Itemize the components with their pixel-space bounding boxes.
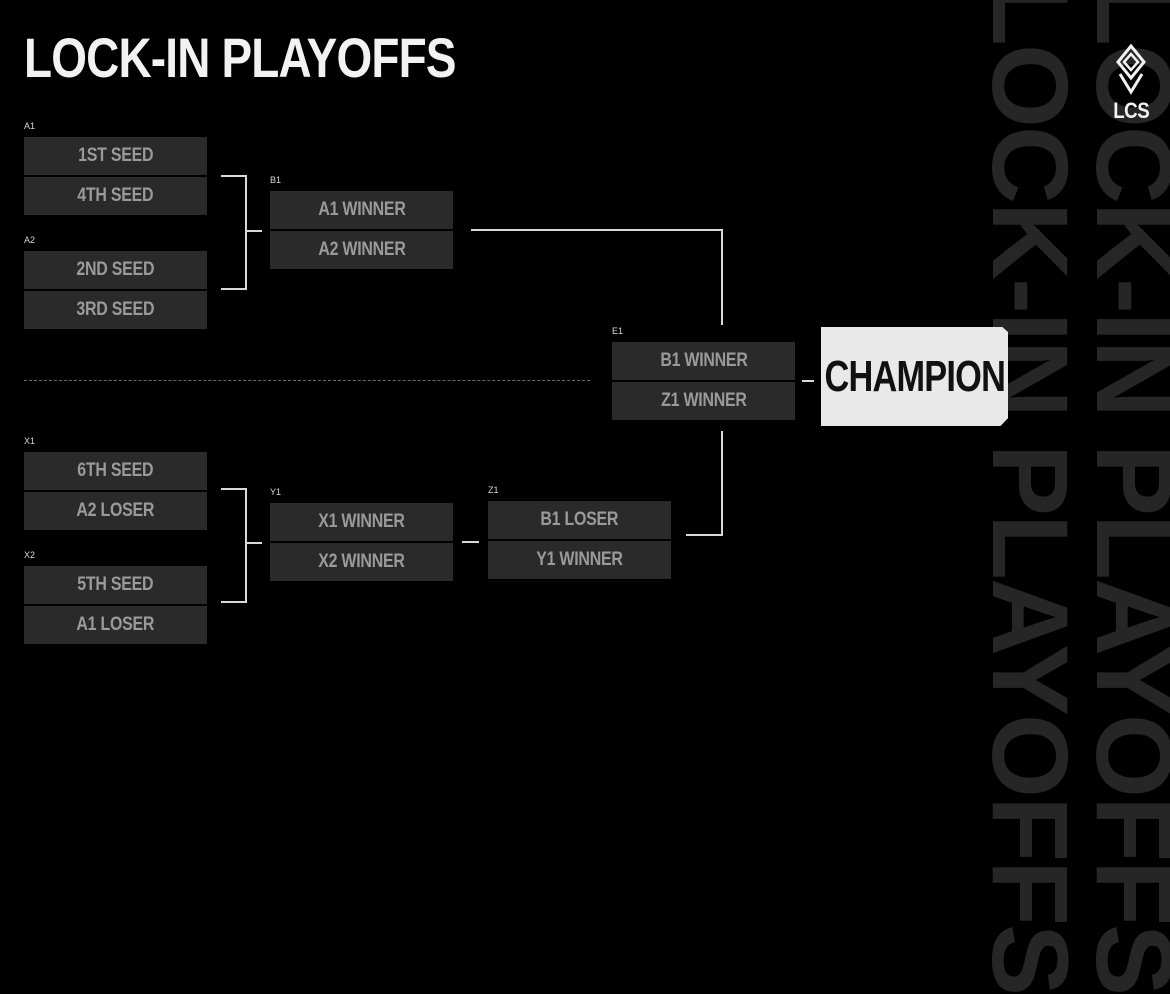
match-label-y1: Y1 (270, 487, 282, 497)
slot-text: Y1 WINNER (536, 549, 623, 570)
slot-b1-bottom[interactable]: A2 WINNER (270, 231, 453, 269)
connector-line (221, 288, 246, 290)
connector-line (245, 488, 247, 603)
slot-text: A2 LOSER (76, 500, 155, 521)
slot-text: 4TH SEED (77, 185, 154, 206)
slot-text: 6TH SEED (77, 460, 154, 481)
bracket-divider (24, 380, 590, 381)
slot-text: X2 WINNER (318, 551, 405, 572)
lcs-emblem-icon (1116, 44, 1146, 95)
slot-a2-bottom[interactable]: 3RD SEED (24, 291, 207, 329)
slot-text: B1 WINNER (659, 350, 748, 371)
match-label-x2: X2 (24, 550, 36, 560)
background-watermark-text: LOCK-IN PLAYOFFS (970, 0, 1091, 994)
connector-line (471, 229, 723, 231)
connector-line (802, 380, 814, 382)
match-label-e1: E1 (612, 326, 624, 336)
slot-x1-bottom[interactable]: A2 LOSER (24, 492, 207, 530)
slot-text: 5TH SEED (77, 574, 154, 595)
connector-line (245, 230, 262, 232)
slot-y1-bottom[interactable]: X2 WINNER (270, 543, 453, 581)
background-watermark-text: LOCK-IN PLAYOFFS (1074, 0, 1170, 994)
match-label-b1: B1 (270, 175, 282, 185)
slot-e1-top[interactable]: B1 WINNER (612, 342, 795, 380)
slot-e1-bottom[interactable]: Z1 WINNER (612, 382, 795, 420)
connector-line (221, 488, 246, 490)
slot-text: 2ND SEED (76, 259, 155, 280)
lcs-logo: LCS (1109, 44, 1153, 130)
slot-x1-top[interactable]: 6TH SEED (24, 452, 207, 490)
slot-text: A1 LOSER (76, 614, 155, 635)
slot-z1-top[interactable]: B1 LOSER (488, 501, 671, 539)
slot-a2-top[interactable]: 2ND SEED (24, 251, 207, 289)
connector-line (462, 541, 479, 543)
slot-text: A2 WINNER (317, 239, 406, 260)
match-label-a1: A1 (24, 121, 36, 131)
slot-a1-top[interactable]: 1ST SEED (24, 137, 207, 175)
connector-line (221, 175, 246, 177)
slot-text: X1 WINNER (318, 511, 405, 532)
slot-y1-top[interactable]: X1 WINNER (270, 503, 453, 541)
connector-line (221, 601, 246, 603)
slot-text: Z1 WINNER (660, 390, 747, 411)
slot-z1-bottom[interactable]: Y1 WINNER (488, 541, 671, 579)
slot-text: 3RD SEED (76, 299, 155, 320)
match-label-x1: X1 (24, 436, 36, 446)
connector-line (245, 542, 262, 544)
slot-x2-bottom[interactable]: A1 LOSER (24, 606, 207, 644)
match-label-a2: A2 (24, 235, 36, 245)
slot-x2-top[interactable]: 5TH SEED (24, 566, 207, 604)
slot-b1-top[interactable]: A1 WINNER (270, 191, 453, 229)
connector-line (686, 534, 723, 536)
champion-label: CHAMPION (824, 351, 1005, 401)
connector-line (721, 229, 723, 325)
slot-a1-bottom[interactable]: 4TH SEED (24, 177, 207, 215)
slot-text: B1 LOSER (540, 509, 619, 530)
page-title: LOCK-IN PLAYOFFS (24, 26, 456, 89)
slot-text: A1 WINNER (317, 199, 406, 220)
connector-line (245, 175, 247, 290)
champion-box[interactable]: CHAMPION (821, 327, 1008, 426)
match-label-z1: Z1 (488, 485, 499, 495)
connector-line (721, 431, 723, 536)
slot-text: 1ST SEED (77, 145, 154, 166)
logo-text: LCS (1112, 98, 1150, 123)
